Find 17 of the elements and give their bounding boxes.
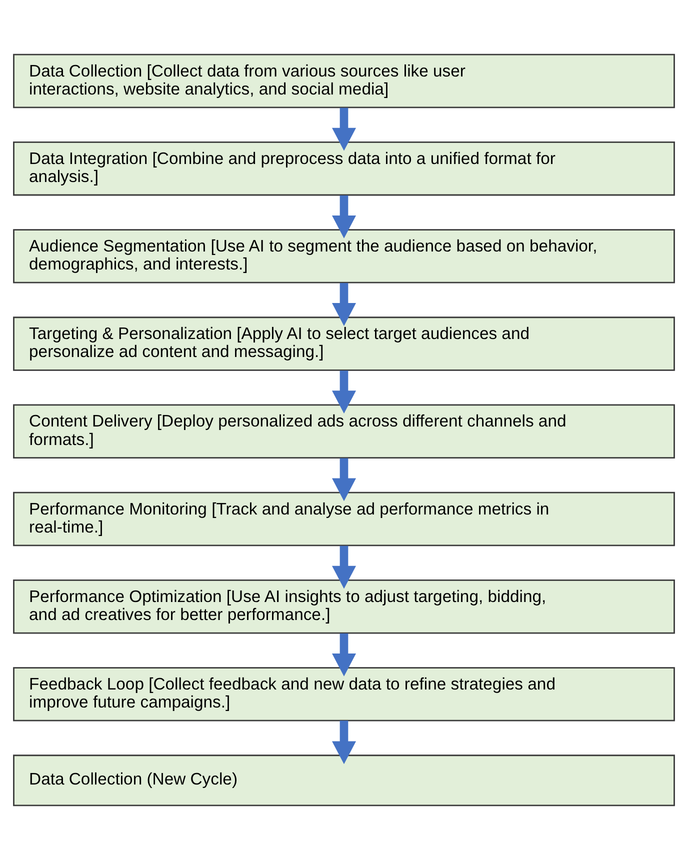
node-box: Audience Segmentation [Use AI to segment the audience based on behavior, demographics, and interests.] bbox=[13, 228, 675, 283]
arrow bbox=[332, 720, 356, 764]
node-box: Data Integration [Combine and preprocess data into a unified format for analysis.] bbox=[13, 140, 675, 196]
arrow bbox=[332, 545, 356, 588]
arrow bbox=[332, 632, 356, 676]
arrow bbox=[332, 282, 356, 326]
node-box: Targeting & Personalization [Apply AI to select target audiences and personalize ad content and messaging.] bbox=[13, 316, 675, 370]
node-box: Data Collection [Collect data from various sources like user interactions, website analytics, and social media] bbox=[13, 53, 675, 108]
arrow bbox=[332, 107, 356, 150]
node-box: Performance Optimization [Use AI insights to adjust targeting, bidding, and ad creatives for better performance.] bbox=[13, 578, 675, 634]
node-box: Performance Monitoring [Track and analyse ad performance metrics in real-time.] bbox=[13, 491, 675, 546]
node-box: Content Delivery [Deploy personalized ads across different channels and formats.] bbox=[13, 404, 675, 458]
node-box: Feedback Loop [Collect feedback and new data to refine strategies and improve future campaigns.] bbox=[13, 666, 675, 721]
arrow bbox=[332, 194, 356, 238]
node-box: Data Collection (New Cycle) bbox=[13, 754, 675, 806]
arrow bbox=[332, 458, 356, 501]
arrow bbox=[332, 370, 356, 414]
